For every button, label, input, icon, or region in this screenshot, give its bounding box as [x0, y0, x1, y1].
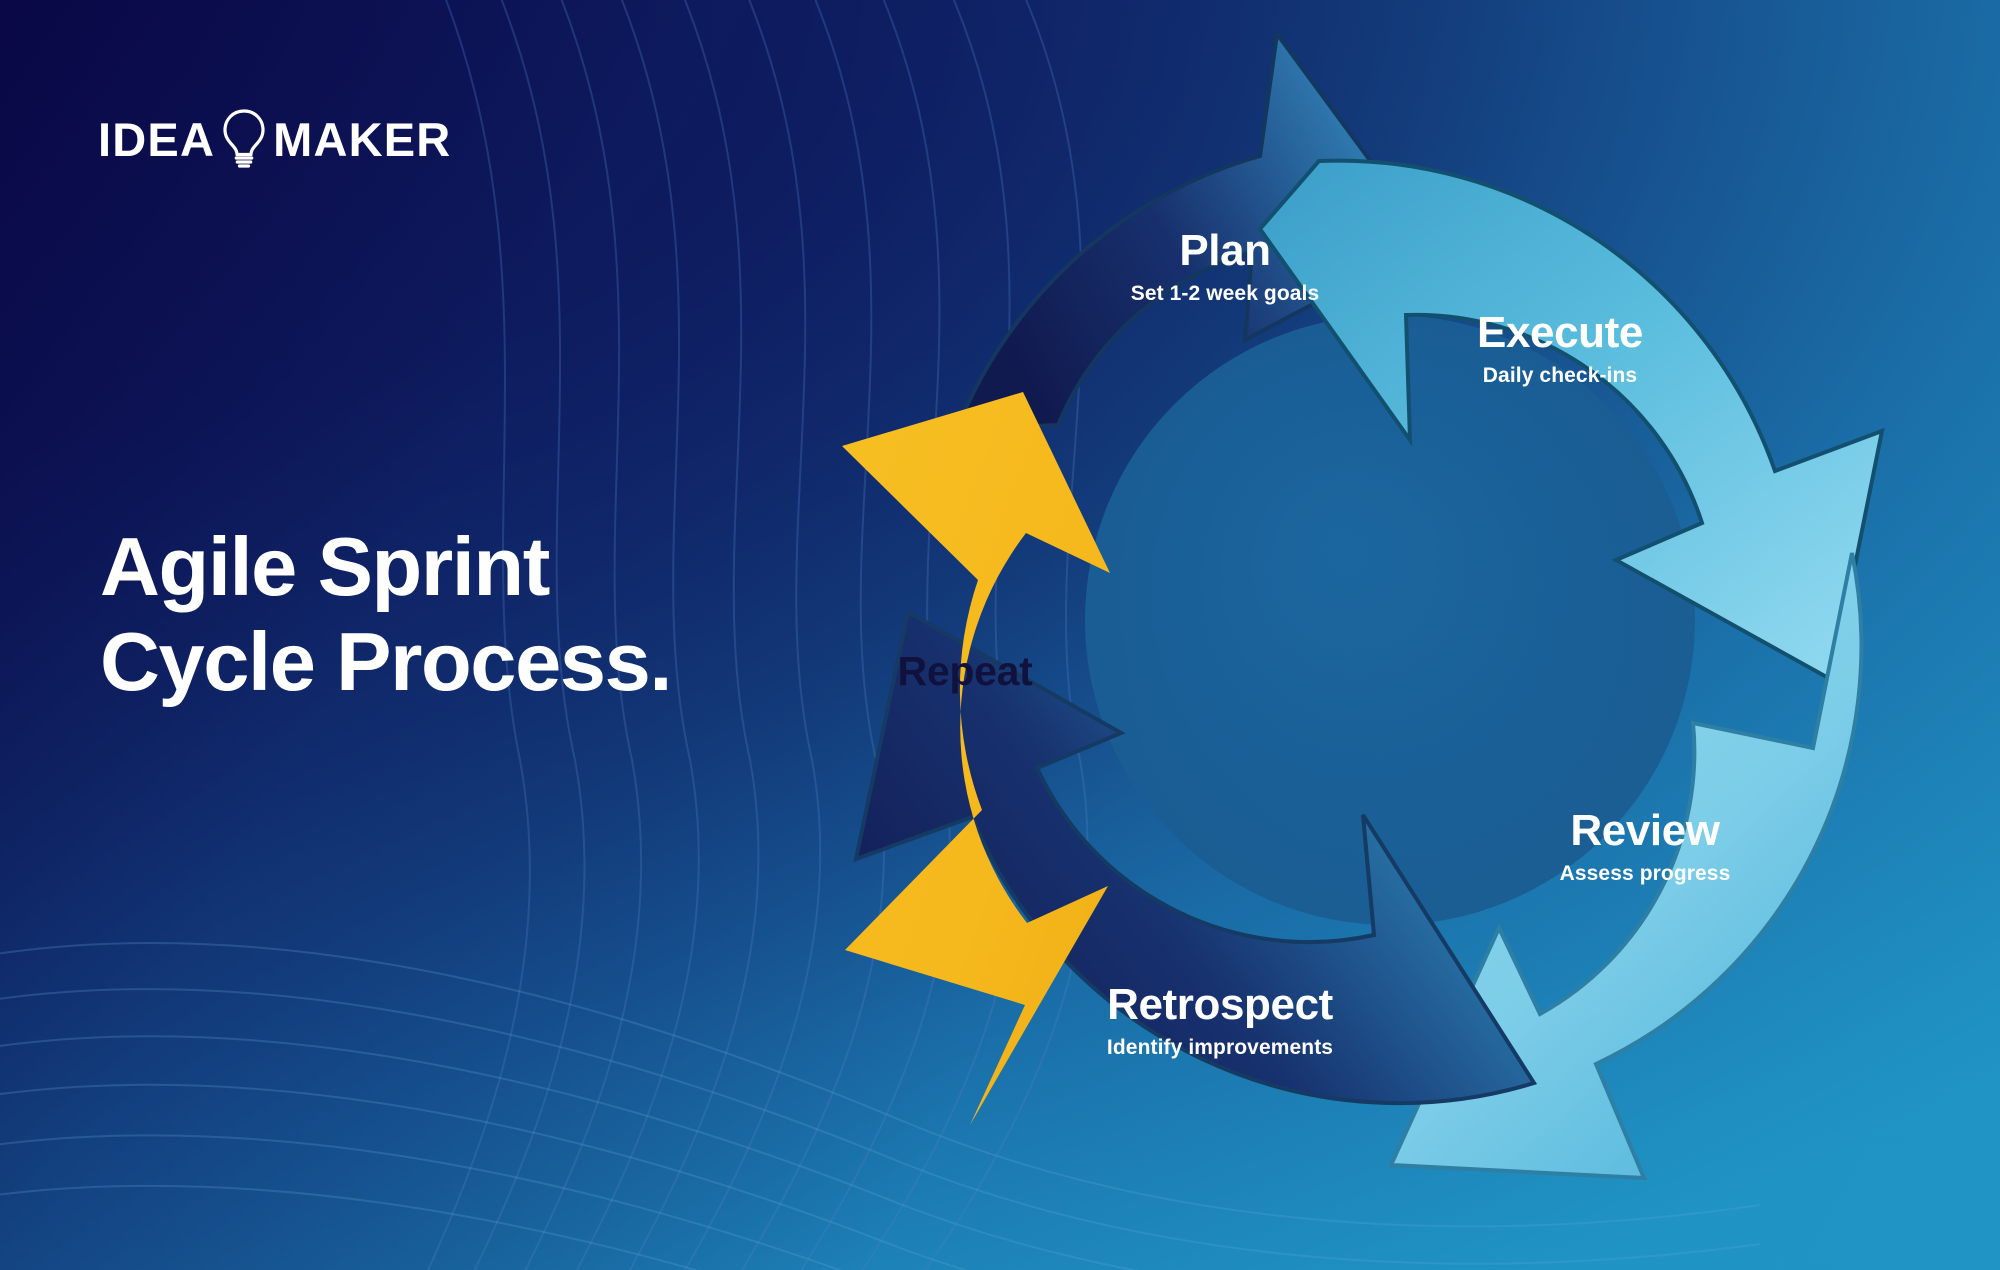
- brand-logo: IDEA MAKER: [98, 108, 451, 170]
- cycle-segment-repeat[interactable]: [842, 392, 1110, 1125]
- step-label-retrospect: Retrospect Identify improvements: [1000, 980, 1440, 1060]
- step-subtitle-review: Assess progress: [1559, 862, 1731, 886]
- step-label-review: Review Assess progress: [1465, 806, 1825, 886]
- cycle-segment-execute[interactable]: [1257, 158, 1885, 684]
- step-label-plan: Plan Set 1-2 week goals: [1055, 226, 1395, 306]
- cycle-segment-plan[interactable]: [953, 28, 1433, 432]
- cycle-arrows-svg: [842, 28, 1885, 1181]
- page-title: Agile Sprint Cycle Process.: [100, 520, 672, 709]
- brand-name-second: MAKER: [273, 112, 452, 166]
- cycle-center-disc: [1085, 315, 1695, 925]
- step-title-retrospect: Retrospect: [1107, 980, 1333, 1029]
- step-title-plan: Plan: [1179, 226, 1271, 275]
- agile-cycle-diagram: [790, 20, 2000, 1250]
- cycle-segment-review[interactable]: [1387, 552, 1864, 1181]
- step-label-repeat: Repeat: [897, 648, 1033, 694]
- page-title-line-2: Cycle Process.: [100, 614, 672, 708]
- step-title-review: Review: [1570, 806, 1720, 855]
- step-subtitle-execute: Daily check-ins: [1482, 364, 1638, 388]
- step-label-execute: Execute Daily check-ins: [1380, 308, 1740, 388]
- step-subtitle-plan: Set 1-2 week goals: [1130, 282, 1320, 306]
- brand-name-first: IDEA: [98, 112, 216, 166]
- page-title-line-1: Agile Sprint: [100, 520, 550, 613]
- lightbulb-icon: [223, 109, 265, 168]
- cycle-segment-retrospect[interactable]: [853, 608, 1538, 1106]
- step-subtitle-retrospect: Identify improvements: [1106, 1036, 1334, 1060]
- step-title-execute: Execute: [1477, 308, 1643, 357]
